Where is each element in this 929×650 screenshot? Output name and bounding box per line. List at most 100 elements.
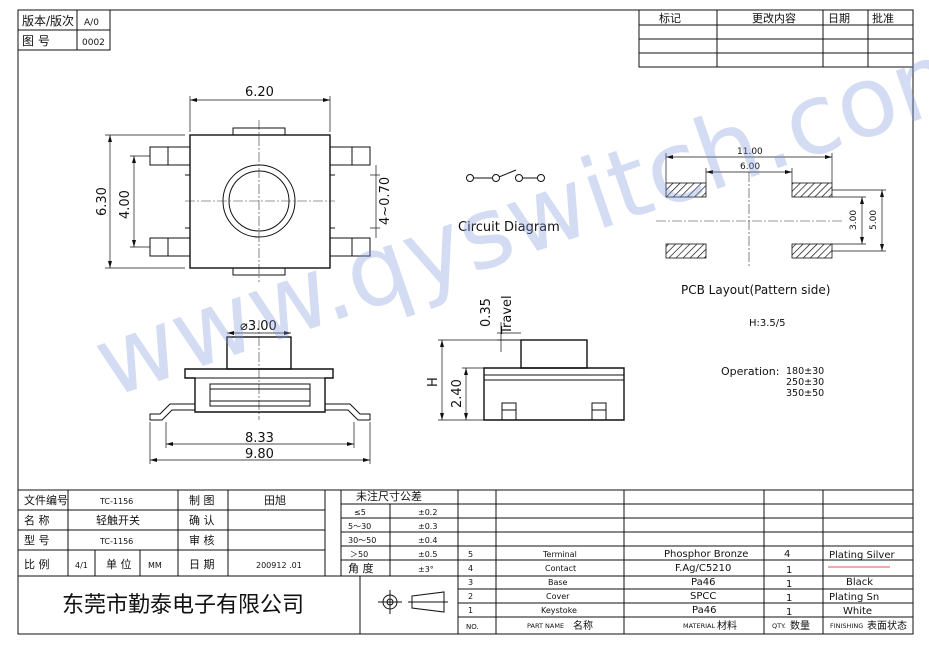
tol-value-4: ±0.5	[418, 550, 437, 559]
info-model-label: 型 号	[24, 533, 50, 547]
info-unit-value: MM	[148, 561, 162, 570]
tol-value-2: ±0.3	[418, 522, 437, 531]
bom-part-1: Keystoke	[541, 606, 577, 615]
bom-header-qty-cn: 数量	[790, 619, 810, 632]
dim-top-height: 6.30	[95, 187, 110, 216]
rev-header-mark: 标记	[659, 11, 681, 25]
bom-header-mat-en: MATERIAL	[683, 622, 716, 630]
right-side-view: 0.35 Travel H 2.40	[426, 295, 625, 421]
tol-range-1: ≤5	[354, 508, 366, 517]
bom-header-fin-cn: 表面状态	[867, 619, 907, 632]
tol-range-4: ＞50	[350, 550, 368, 559]
bom-finish-1: White	[843, 606, 872, 617]
dim-top-pin: 4~0.70	[378, 177, 393, 225]
drawing-no-label: 图 号	[22, 34, 50, 48]
dim-side-w2: 9.80	[245, 447, 274, 462]
info-confirm-label: 确 认	[189, 514, 215, 527]
bom-qty-3: 1	[786, 579, 792, 590]
info-name-label: 名 称	[24, 513, 50, 527]
dim-travel: 0.35	[479, 298, 494, 327]
info-drawn-label: 制 图	[189, 494, 215, 507]
bom-part-2: Cover	[546, 592, 570, 601]
tol-angle-label: 角 度	[348, 561, 374, 575]
dim-side-w1: 8.33	[245, 431, 274, 446]
bom-qty-4: 1	[786, 565, 792, 576]
circuit-diagram: Circuit Diagram	[458, 169, 560, 235]
pcb-label: PCB Layout(Pattern side)	[681, 283, 830, 297]
bom-material-5: Phosphor Bronze	[664, 549, 748, 560]
watermark: www.qyswitch.com	[81, 8, 929, 421]
operation-value-3: 350±50	[786, 388, 824, 399]
info-scale-value: 4/1	[75, 561, 88, 570]
top-view: 6.20 6.30 4.00 4~0.70	[95, 85, 393, 282]
dim-pcb-inner: 6.00	[740, 162, 760, 172]
bom-header-mat-cn: 材料	[717, 619, 737, 632]
dim-pcb-outer: 11.00	[737, 147, 763, 157]
bom-material-3: Pa46	[691, 577, 715, 588]
dim-pcb-v1: 3.00	[849, 210, 859, 230]
rev-header-change: 更改内容	[752, 11, 796, 25]
info-file-value: TC-1156	[99, 497, 133, 506]
tolerance-title: 未注尺寸公差	[356, 489, 422, 503]
bom-part-4: Contact	[545, 564, 576, 573]
info-drawn-value: 田旭	[264, 493, 286, 507]
bom-header-qty-en: QTY.	[772, 622, 786, 630]
version-value: A/0	[84, 18, 99, 28]
bom-no-3: 3	[468, 578, 473, 587]
info-date-value: 200912 .01	[256, 561, 302, 570]
bom-finish-3: Black	[846, 577, 873, 588]
bom-no-1: 1	[468, 606, 473, 615]
info-name-value: 轻触开关	[96, 513, 140, 527]
info-date-label: 日 期	[189, 558, 215, 571]
dim-right-h: 2.40	[450, 379, 465, 408]
info-review-label: 审 核	[189, 533, 215, 547]
circuit-label: Circuit Diagram	[458, 220, 560, 235]
operation-value-1: 180±30	[786, 366, 824, 377]
bom-finish-2: Plating Sn	[829, 592, 879, 603]
operation-label: Operation:	[721, 365, 779, 378]
bom-finish-5: Plating Silver	[829, 550, 895, 561]
tol-value-1: ±0.2	[418, 508, 437, 517]
bom-no-5: 5	[468, 550, 473, 559]
projection-symbol-icon	[378, 590, 448, 614]
bom-header-part-en: PART NAME	[527, 622, 564, 630]
side-view: ⌀3.00 8.33 9.80	[149, 319, 371, 464]
tol-range-3: 30～50	[348, 536, 376, 545]
bom-material-4: F.Ag/C5210	[675, 563, 731, 574]
bom-header-part-cn: 名称	[573, 619, 593, 632]
rev-header-approve: 批准	[872, 11, 894, 25]
bom-part-5: Terminal	[542, 550, 577, 559]
bom-material-1: Pa46	[692, 605, 716, 616]
sheet-border	[17, 9, 914, 635]
travel-label: Travel	[500, 295, 515, 335]
info-scale-label: 比 例	[24, 557, 50, 571]
bom-qty-1: 1	[786, 607, 792, 618]
bom-part-3: Base	[548, 578, 568, 587]
company-name: 东莞市勤泰电子有限公司	[62, 593, 304, 618]
operation-value-2: 250±30	[786, 377, 824, 388]
dim-top-inner: 4.00	[118, 190, 133, 219]
version-block: 版本/版次 A/0 图 号 0002	[17, 9, 111, 51]
tol-range-2: 5～30	[348, 522, 371, 531]
rev-header-date: 日期	[828, 12, 850, 25]
dim-pcb-v2: 5.00	[869, 210, 879, 230]
bom-material-2: SPCC	[690, 591, 716, 602]
tol-angle-value: ±3°	[418, 565, 434, 574]
version-label: 版本/版次	[22, 14, 74, 28]
bom-qty-5: 4	[784, 549, 790, 560]
height-label: H:3.5/5	[749, 318, 786, 329]
bottom-title-block: 文件编号 TC-1156 制 图 田旭 名 称 轻触开关 确 认 型 号 TC-…	[18, 489, 913, 634]
info-model-value: TC-1156	[99, 537, 133, 546]
dim-top-width: 6.20	[245, 85, 274, 100]
info-file-label: 文件编号	[24, 493, 68, 507]
bom-header-fin-en: FINISHING	[830, 622, 863, 630]
h-label: H	[426, 377, 441, 387]
bom-qty-2: 1	[786, 593, 792, 604]
pcb-layout: 11.00 6.00 3.00 5.00 PCB Layout(Pattern …	[656, 147, 886, 399]
info-unit-label: 单 位	[106, 557, 132, 571]
bom-no-4: 4	[468, 564, 473, 573]
dim-side-diameter: ⌀3.00	[240, 319, 277, 334]
bom-header-no: NO.	[466, 623, 479, 631]
tol-value-3: ±0.4	[418, 536, 437, 545]
